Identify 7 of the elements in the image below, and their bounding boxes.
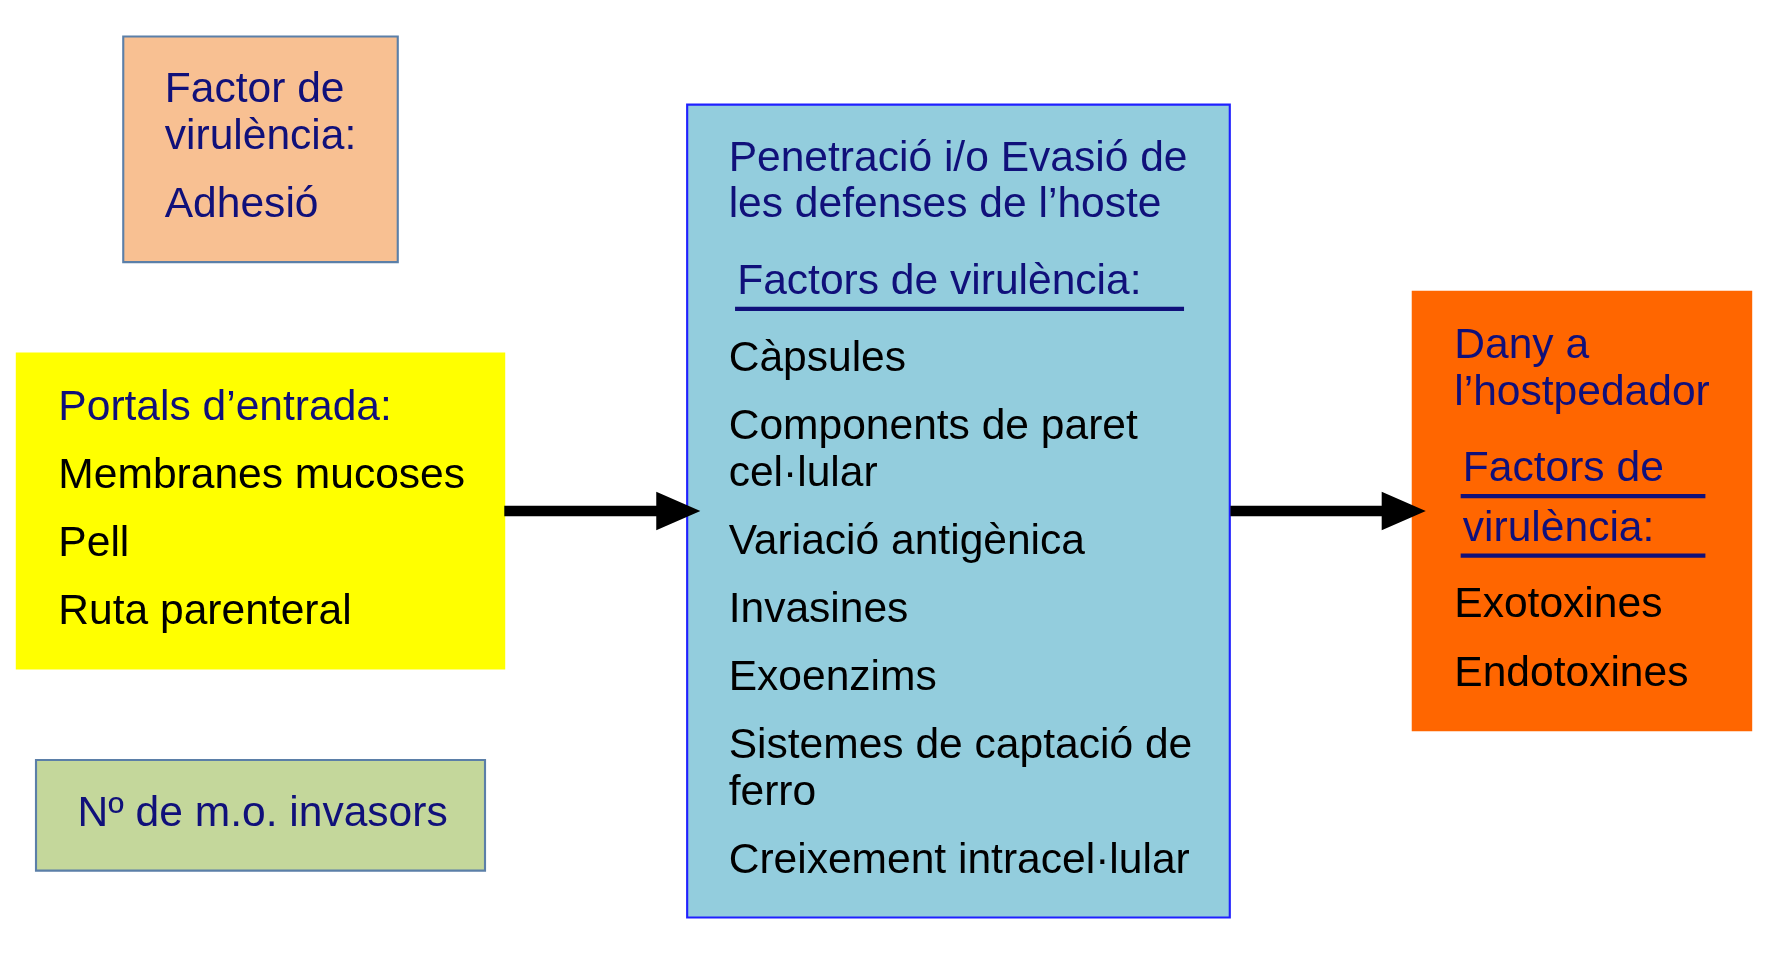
- node-box: Factor de virulència: Adhesió: [122, 34, 399, 263]
- node-box: Penetració i/o Evasió de les defenses de l’hoste Factors de virulència: Càpsules Components de paret cel·lular Variació antigènica Invasines Exoenzims Sistemes de captació de ferro Creixement intracel·lular: [686, 103, 1231, 919]
- node-box: Portals d’entrada: Membranes mucoses Pell Ruta parenteral: [15, 352, 506, 670]
- node-box: Nº de m.o. invasors: [34, 758, 487, 872]
- arrow: [1230, 491, 1426, 530]
- arrow: [504, 491, 701, 530]
- node-box: Dany a l’hostpedador Factors de virulència: Exotoxines Endotoxines: [1411, 290, 1753, 731]
